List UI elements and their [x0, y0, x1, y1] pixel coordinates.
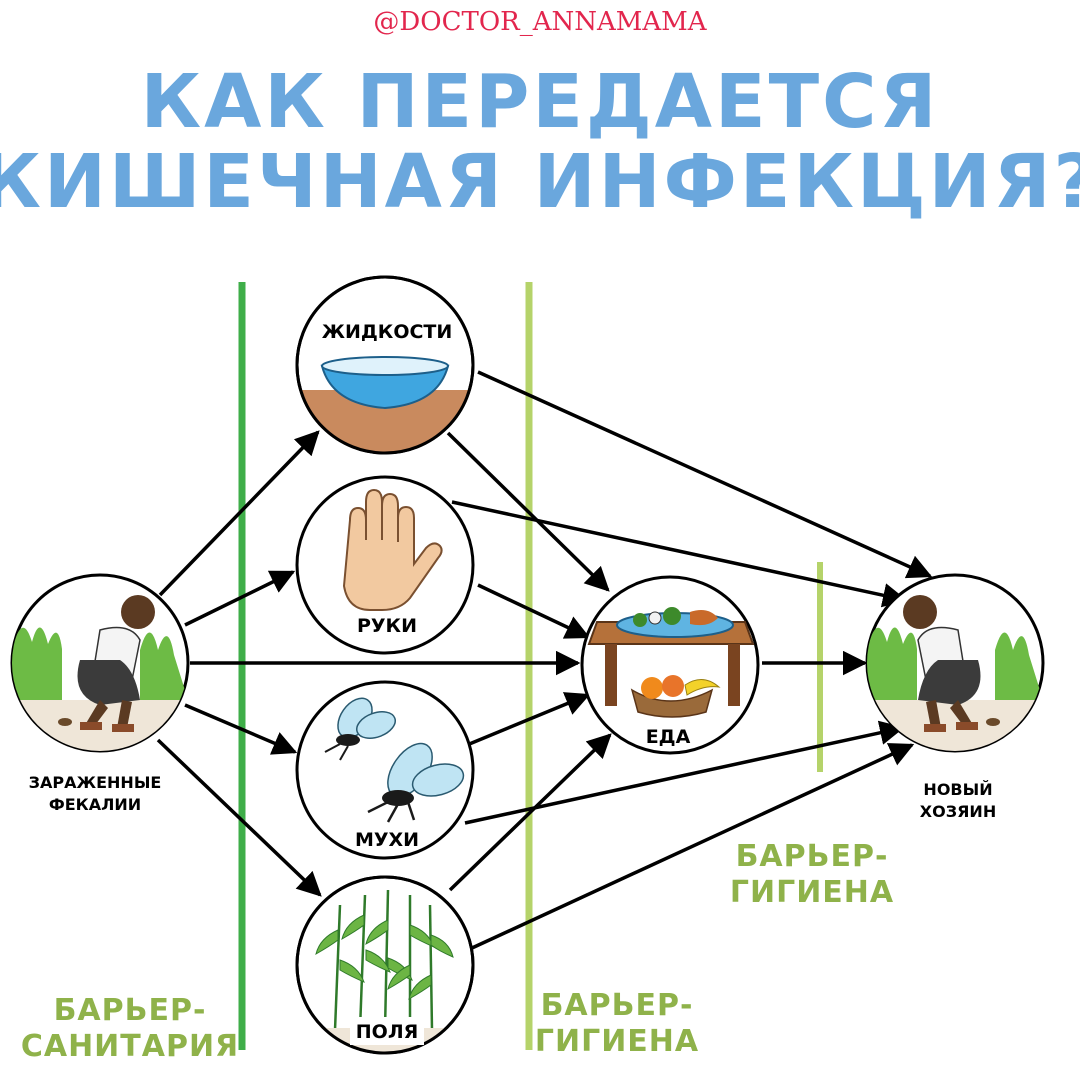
hand-icon [342, 488, 443, 611]
host-label-line-2: ХОЗЯИН [920, 802, 996, 821]
arrow-liquids-to-food [446, 431, 610, 592]
arrow-fields-to-food [448, 733, 612, 892]
node-host: НОВЫЙ ХОЗЯИН [865, 573, 1045, 821]
sanitation-barrier-label-line-2: САНИТАРИЯ [21, 1029, 239, 1064]
node-source: ЗАРАЖЕННЫЕ ФЕКАЛИИ [10, 573, 190, 814]
arrow-source-to-flies [184, 703, 298, 755]
fields-label: ПОЛЯ [356, 1021, 418, 1043]
source-label-line-2: ФЕКАЛИИ [49, 795, 141, 814]
liquids-label: ЖИДКОСТИ [322, 321, 453, 343]
arrow-hands-to-food [477, 583, 591, 639]
node-hands: РУКИ [295, 475, 475, 655]
node-food: ЕДА [580, 575, 760, 755]
hands-label: РУКИ [357, 615, 417, 637]
fields-label-backdrop [350, 1017, 424, 1045]
food-label: ЕДА [646, 726, 691, 748]
sanitation-barrier-label-line-1: БАРЬЕР- [54, 993, 207, 1028]
food-table-icon [587, 607, 755, 718]
hygiene-barrier-right-label-line-1: БАРЬЕР- [736, 839, 889, 874]
hygiene-barrier-label-line-1: БАРЬЕР- [541, 988, 694, 1023]
host-label-line-1: НОВЫЙ [923, 780, 992, 799]
title-line-2: КИШЕЧНАЯ ИНФЕКЦИЯ? [0, 139, 1080, 225]
arrow-source-to-fields [156, 738, 322, 897]
arrow-flies-to-food [449, 692, 591, 754]
arrow-source-to-liquids [158, 430, 320, 597]
arrows [156, 370, 933, 950]
author-handle: @DOCTOR_ANNAMAMA [373, 7, 707, 37]
hygiene-barrier-right-label-line-2: ГИГИЕНА [730, 875, 894, 910]
hygiene-barrier-label-line-2: ГИГИЕНА [535, 1024, 699, 1059]
fly-icon [324, 697, 465, 823]
source-label-line-1: ЗАРАЖЕННЫЕ [29, 773, 162, 792]
arrow-source-to-hands [184, 570, 296, 627]
node-fields: ПОЛЯ [295, 875, 475, 1055]
title-line-1: КАК ПЕРЕДАЕТСЯ [141, 59, 940, 145]
node-flies: МУХИ [295, 680, 475, 860]
squatting-person-icon [12, 595, 188, 751]
arrow-liquids-to-host [477, 370, 933, 579]
node-liquids: ЖИДКОСТИ [295, 275, 475, 455]
arrow-fields-to-host [471, 743, 915, 950]
flies-label: МУХИ [355, 829, 419, 851]
arrow-hands-to-host [451, 500, 908, 608]
